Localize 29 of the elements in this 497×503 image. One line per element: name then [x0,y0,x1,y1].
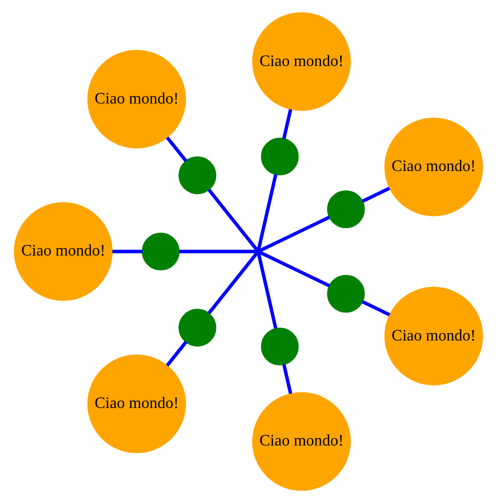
node-circle: Ciao mondo! [384,286,484,386]
connector [362,300,390,316]
node-circle: Ciao mondo! [87,354,186,454]
connector [282,108,292,140]
connector [208,188,258,251]
connector [166,340,188,367]
node-circle [327,190,365,228]
node-circle: Ciao mondo! [252,392,351,491]
node-circle [178,308,216,347]
connector [282,364,292,394]
connector [362,186,390,203]
connector [260,251,330,288]
connector [257,253,278,329]
node-circle [142,232,180,270]
connector [166,136,188,162]
node-circle [260,328,299,366]
node-circle [327,274,365,313]
node-point [256,248,261,254]
node-circle [178,156,216,194]
node-circle: Ciao mondo! [384,118,484,216]
connector [112,250,142,254]
connector [208,252,258,314]
connector [260,216,330,252]
node-circle: Ciao mondo! [87,50,186,148]
node-circle: Ciao mondo! [14,202,113,301]
node-circle: Ciao mondo! [252,12,351,111]
connector [257,174,278,250]
node-circle [260,138,299,176]
connector [179,250,256,254]
